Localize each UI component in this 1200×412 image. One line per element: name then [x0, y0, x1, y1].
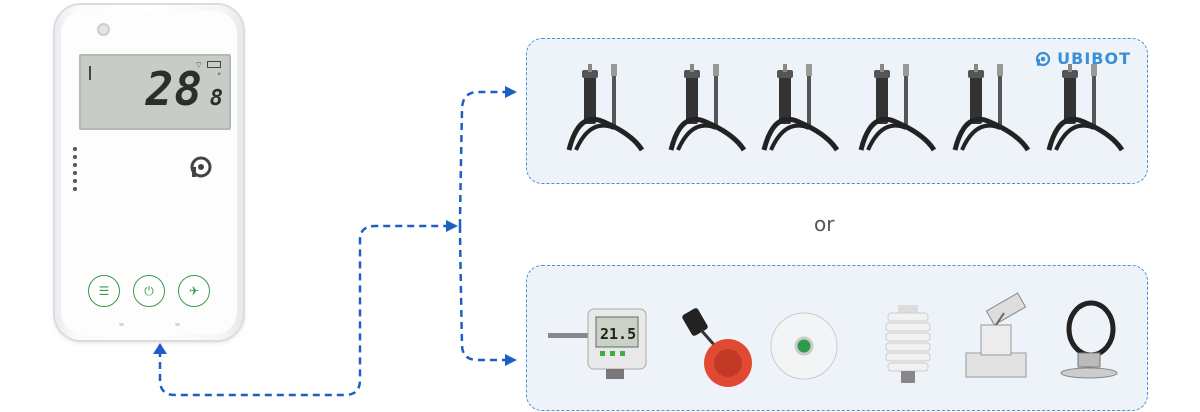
wifi-icon: ⌔ — [194, 60, 203, 70]
camera-dot — [97, 23, 110, 36]
airplane-icon: ✈ — [188, 284, 200, 298]
probe-cable-icon — [671, 64, 744, 150]
probe-cable-icon — [861, 64, 934, 150]
power-icon: ⏻ — [144, 283, 154, 298]
list-icon: ☰ — [98, 284, 110, 298]
radiation-shield-icon — [885, 305, 931, 383]
or-label: or — [814, 212, 835, 236]
brand-logo-icon — [190, 156, 212, 178]
lcd-indicator — [89, 66, 91, 80]
probe-cable-icon — [764, 64, 837, 150]
lcd-decimal-value: 8 — [209, 86, 223, 111]
indicator-notch — [119, 323, 124, 326]
lcd-display: ⌔ ° 28 8 — [79, 54, 231, 130]
probe-cable-icon — [1049, 64, 1122, 150]
probe-cables — [526, 38, 1146, 182]
data-logger-device: ⌔ ° 28 8 ☰ ⏻ ✈ — [55, 5, 243, 340]
speaker-dots — [73, 147, 77, 195]
airplane-button[interactable]: ✈ — [178, 275, 210, 307]
ring-sensor-icon — [1060, 300, 1118, 379]
device-face: ⌔ ° 28 8 ☰ ⏻ ✈ — [61, 11, 237, 334]
tracker-sensor-icon — [965, 292, 1027, 378]
wall-transmitter-icon: 21.5 — [548, 308, 647, 379]
indicator-notch — [175, 323, 180, 326]
ubibot-logo-icon — [1036, 51, 1051, 66]
battery-icon — [207, 61, 221, 68]
probe-cable-icon — [569, 64, 642, 150]
lcd-unit: ° — [217, 71, 221, 81]
list-button[interactable]: ☰ — [88, 275, 120, 307]
soil-sensor-icon — [682, 308, 752, 387]
brand-logo: UBIBOT — [1034, 49, 1131, 68]
power-button[interactable]: ⏻ — [133, 275, 165, 307]
transmitter-reading: 21.5 — [600, 325, 636, 343]
dome-sensor-icon — [770, 312, 838, 380]
probe-cables-panel: UBIBOT — [526, 38, 1148, 184]
probe-cable-icon — [955, 64, 1028, 150]
brand-name: UBIBOT — [1057, 49, 1131, 68]
lcd-main-value: 28 — [145, 62, 203, 116]
sensor-devices: 21.5 — [548, 292, 1118, 387]
